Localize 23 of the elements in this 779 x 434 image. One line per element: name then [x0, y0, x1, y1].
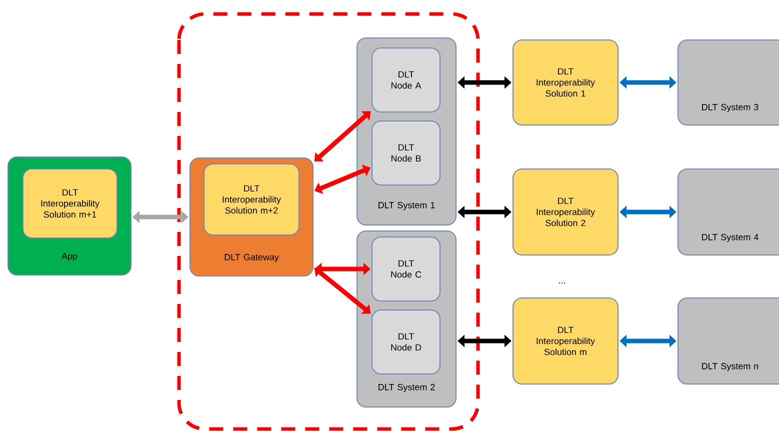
inner-box: DLT Node B [372, 120, 440, 186]
arrow [314, 262, 370, 276]
inner-box: DLT Interoperability Solution m+2 [204, 164, 300, 236]
inner-box: DLT Node A [372, 48, 440, 112]
inner-box: DLT Interoperability Solution m+1 [22, 168, 118, 238]
ellipsis: ... [559, 282, 565, 284]
arrow [314, 111, 371, 162]
solution-box: DLT Interoperability Solution m [512, 298, 618, 384]
arrow [314, 267, 371, 314]
arrow [620, 334, 676, 348]
system-box: DLT System 3 [678, 40, 779, 126]
solution-box: DLT Interoperability Solution 2 [512, 168, 618, 256]
solution-box: DLT Interoperability Solution 1 [512, 40, 618, 126]
inner-box: DLT Node C [372, 236, 440, 302]
arrow [620, 76, 676, 89]
system-box: DLT System 4 [678, 168, 779, 256]
arrow [620, 206, 676, 218]
arrow [458, 76, 512, 89]
arrow [132, 210, 188, 224]
arrow [458, 206, 512, 218]
arrow [458, 334, 512, 348]
system-box: DLT System n [678, 298, 779, 384]
inner-box: DLT Node D [372, 310, 440, 374]
